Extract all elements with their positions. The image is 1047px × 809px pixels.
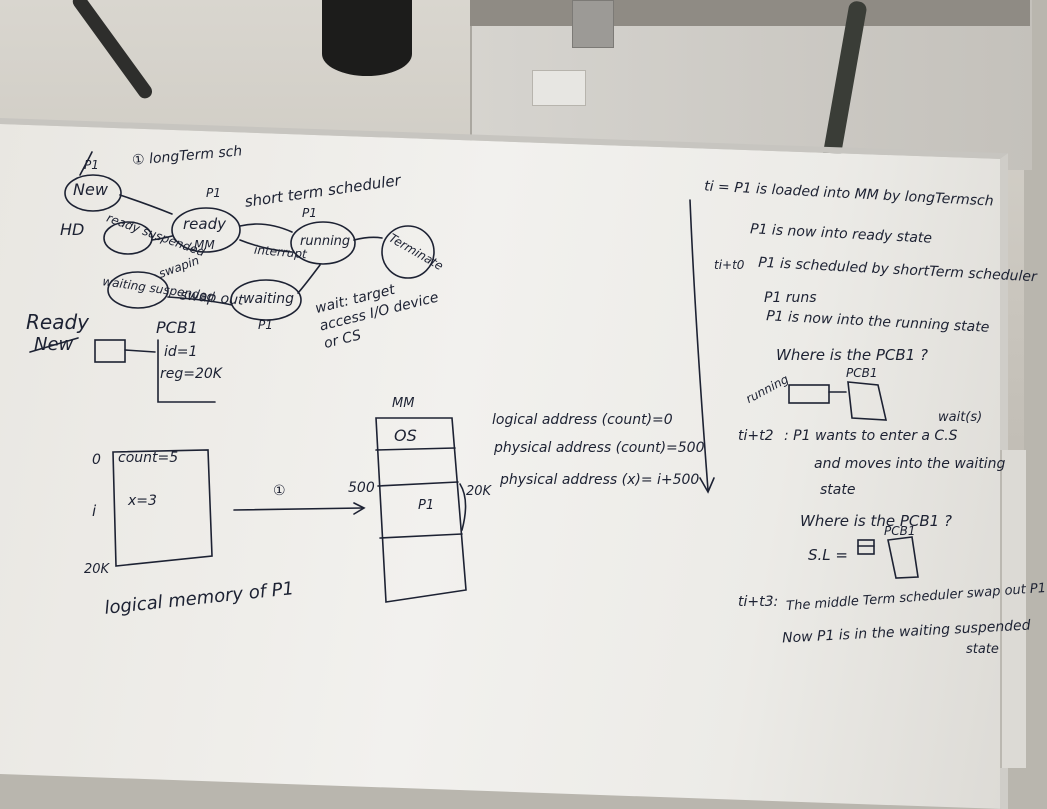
state-new-bubble bbox=[64, 174, 122, 212]
p1-size-label: 20K bbox=[466, 484, 492, 499]
state-waiting-suspended-bubble bbox=[107, 271, 169, 309]
whiteboard-frame bbox=[1000, 450, 1026, 768]
x-value: x=3 bbox=[128, 493, 157, 509]
timeline-line12: state bbox=[966, 642, 999, 657]
timeline-q1: Where is the PCB1 ? bbox=[776, 346, 928, 364]
timeline-ti1-label: ti+t0 bbox=[714, 258, 745, 272]
main-memory-box bbox=[375, 417, 467, 603]
pcb-pointer-box bbox=[94, 339, 126, 363]
ceiling-conduit bbox=[572, 0, 614, 48]
p1-block-label: P1 bbox=[418, 498, 435, 513]
arrow-logical-to-physical bbox=[233, 507, 363, 511]
logical-memory-box bbox=[112, 449, 213, 567]
state-running-label: running bbox=[300, 234, 351, 249]
arrow-suspended-ready bbox=[151, 235, 173, 241]
timeline-ti2: : P1 wants to enter a C.S bbox=[784, 428, 958, 444]
whiteboard-drawings bbox=[29, 151, 919, 603]
ready-label: Ready bbox=[26, 310, 89, 334]
timeline-pcb1-2: PCB1 bbox=[884, 524, 916, 538]
state-terminate-bubble bbox=[381, 225, 435, 279]
black-pipe bbox=[322, 0, 412, 76]
arrow-running-terminate bbox=[353, 236, 383, 241]
arrow-running-waiting bbox=[297, 264, 321, 294]
pcb-bracket bbox=[157, 339, 216, 403]
timeline-line8: and moves into the waiting bbox=[814, 456, 1006, 472]
p1-tag-1: P1 bbox=[84, 158, 99, 172]
os-label: OS bbox=[394, 426, 417, 445]
memory-offset-i: i bbox=[92, 502, 97, 520]
memory-offset-0: 0 bbox=[92, 452, 101, 468]
state-waiting-label: waiting bbox=[243, 291, 295, 307]
timeline-line9: state bbox=[820, 482, 856, 498]
timeline-arrow bbox=[689, 199, 709, 491]
base-address: 500 bbox=[348, 480, 375, 496]
timeline-q2: Where is the PCB1 ? bbox=[800, 512, 952, 530]
physical-address-count: physical address (count)=500 bbox=[494, 440, 705, 456]
pcb-title: PCB1 bbox=[156, 318, 198, 337]
hd-label: HD bbox=[60, 220, 85, 239]
p1-tag-3: P1 bbox=[302, 206, 317, 220]
logical-address: logical address (count)=0 bbox=[492, 412, 673, 428]
state-running-bubble bbox=[290, 221, 356, 265]
arrow-new-ready bbox=[119, 194, 173, 215]
state-ready-suspended-bubble bbox=[103, 221, 153, 255]
timeline-sl: S.L = bbox=[808, 546, 848, 564]
state-ready-label: ready bbox=[183, 215, 226, 233]
count-value: count=5 bbox=[118, 450, 179, 466]
state-waiting-bubble bbox=[230, 279, 302, 321]
pcb-id: id=1 bbox=[164, 344, 198, 360]
state-ready-sub: MM bbox=[194, 238, 215, 252]
arrow-waiting-suspended bbox=[167, 296, 233, 306]
arrow-ready-running bbox=[239, 223, 293, 233]
physical-address-x: physical address (x)= i+500 bbox=[500, 472, 700, 488]
arrow-label: ① bbox=[273, 483, 286, 499]
state-ready-bubble bbox=[171, 207, 241, 253]
new-struck-label: New bbox=[34, 334, 74, 355]
timeline-wait-s: wait(s) bbox=[938, 410, 983, 425]
timeline-ti2-label: ti+t2 bbox=[738, 428, 774, 444]
pcb-reg: reg=20K bbox=[160, 366, 222, 382]
state-waiting-sub: P1 bbox=[258, 318, 273, 332]
timeline-line4: P1 runs bbox=[764, 290, 817, 306]
timeline-ti3-label: ti+t3: bbox=[738, 594, 779, 610]
mm-label: MM bbox=[392, 396, 415, 411]
wall-vent bbox=[532, 70, 586, 106]
timeline-pcb1: PCB1 bbox=[846, 366, 878, 380]
memory-offset-end: 20K bbox=[84, 562, 110, 577]
p1-tag-2: P1 bbox=[206, 186, 221, 200]
arrow-running-ready bbox=[239, 239, 293, 253]
ceiling-beam bbox=[470, 0, 1030, 26]
state-new-label: New bbox=[73, 180, 108, 199]
